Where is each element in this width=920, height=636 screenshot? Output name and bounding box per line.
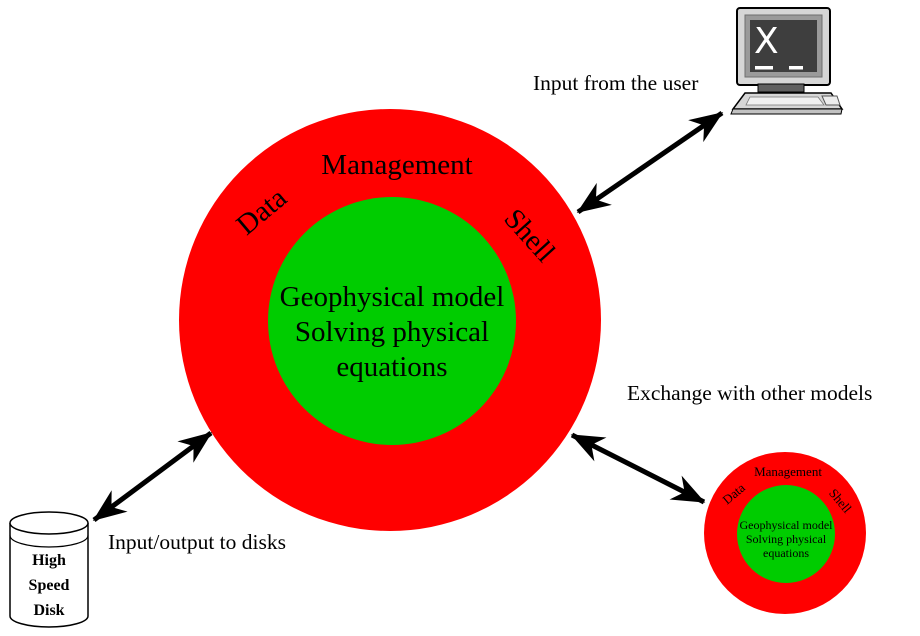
- arrow-user-io: [576, 110, 724, 215]
- screen-highlight: [789, 66, 803, 70]
- workstation-icon: X: [730, 7, 844, 115]
- disk-label: High Speed Disk: [10, 548, 88, 623]
- disk-line-1: High: [32, 552, 66, 569]
- core-description-small: Geophysical model Solving physical equat…: [740, 518, 833, 560]
- x-window-glyph: X: [754, 21, 779, 62]
- keyboard-keys: [745, 96, 825, 106]
- disk-io-label: Input/output to disks: [108, 530, 286, 554]
- disk-line-2: Speed: [28, 577, 70, 594]
- management-label-large: Management: [321, 149, 473, 181]
- keyboard-front-edge: [730, 108, 843, 115]
- arrow-disk-io: [92, 430, 213, 523]
- monitor-screen: [750, 20, 817, 72]
- core-line-2: Solving physical: [294, 316, 490, 348]
- core-line-2: Solving physical: [745, 532, 827, 546]
- exchange-label: Exchange with other models: [627, 381, 873, 405]
- management-label-small: Management: [754, 464, 822, 479]
- core-description-large: Geophysical model Solving physical equat…: [280, 280, 505, 385]
- model-core-large: [268, 197, 516, 445]
- screen-bevel: [744, 14, 823, 78]
- core-line-3: equations: [336, 351, 448, 383]
- cylinder-top: [9, 511, 89, 535]
- monitor-stand: [757, 83, 805, 93]
- keyboard: [731, 92, 844, 110]
- arrow-model-exchange: [570, 432, 706, 505]
- core-line-1: Geophysical model: [279, 281, 505, 313]
- model-core-small: [737, 485, 835, 583]
- core-line-3: equations: [762, 546, 809, 560]
- cylinder-lid-edge: [9, 535, 89, 548]
- screen-highlight: [755, 66, 773, 70]
- monitor-bezel: [736, 7, 831, 86]
- disk-line-3: Disk: [33, 602, 65, 619]
- keyboard-numpad: [821, 95, 841, 106]
- core-line-1: Geophysical model: [739, 518, 833, 532]
- user-input-label: Input from the user: [533, 71, 699, 95]
